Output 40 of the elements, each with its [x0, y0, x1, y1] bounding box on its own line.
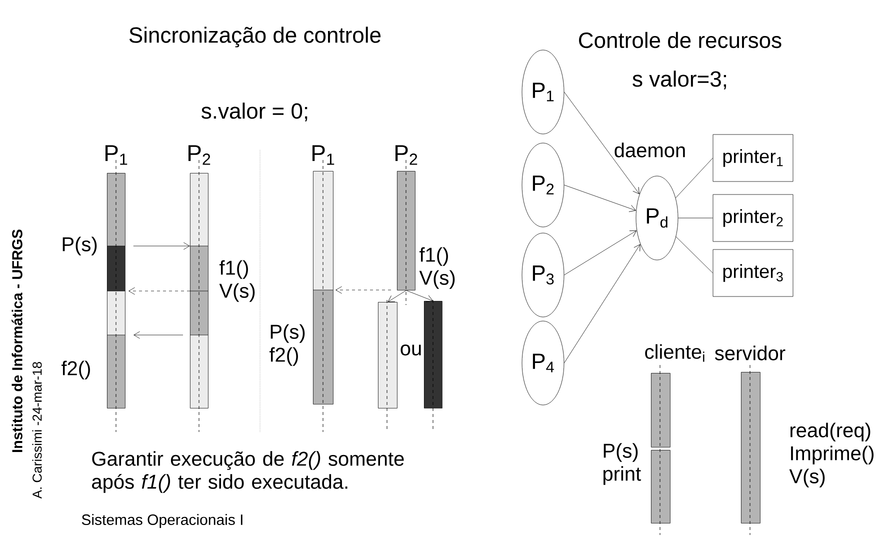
operation-label: P(s) print [604, 443, 641, 485]
timeline-bar [106, 173, 126, 408]
arrow [128, 287, 190, 295]
timeline-bar [424, 301, 442, 408]
timeline-bar [312, 171, 334, 404]
printer-box: printer$_{2}$ [712, 194, 794, 242]
arrow [564, 92, 640, 194]
timeline-bar [741, 372, 760, 524]
footer-text: Sistemas Operacionais I [82, 514, 242, 528]
timeline-bar [651, 373, 670, 448]
timeline-bar [190, 173, 208, 408]
printer-box: printer$_{1}$ [712, 134, 794, 182]
assignment-text: s.valor = 0; [202, 102, 308, 122]
process-label: P$_{1}$ [105, 145, 128, 165]
assignment-text: s valor=3; [632, 70, 726, 90]
printer-box: printer$_{3}$ [712, 249, 794, 297]
arrow [133, 242, 190, 250]
arrow [564, 230, 637, 276]
side-text: Instituto de Informática - UFRGS [12, 230, 22, 452]
side-text: A. Carissimi -24-mar-18 [32, 362, 42, 499]
process-label: cliente$_{i}$ [645, 344, 704, 362]
timeline-bar [651, 450, 670, 524]
timeline-bar [397, 171, 416, 290]
arrow [564, 244, 640, 364]
arrow [134, 331, 184, 339]
arrow [336, 286, 392, 294]
heading: Controle de recursos [579, 32, 782, 48]
arrow [564, 184, 636, 212]
operation-label: ou [400, 344, 421, 356]
note-text: Garantir execução de f2() somente após f1() ter sido executada. [92, 451, 404, 493]
process-label: P$_{2}$ [396, 145, 418, 165]
heading: Sincronização de controle [129, 26, 381, 48]
process-label: servidor [715, 346, 786, 360]
process-label: P$_{2}$ [188, 145, 210, 165]
arrow [406, 290, 434, 302]
node-caption: daemon [614, 142, 685, 158]
operation-label: f1() V(s) [419, 247, 455, 289]
process-label: P$_{1}$ [312, 145, 334, 165]
timeline-bar [378, 302, 398, 408]
arrow [388, 290, 406, 302]
